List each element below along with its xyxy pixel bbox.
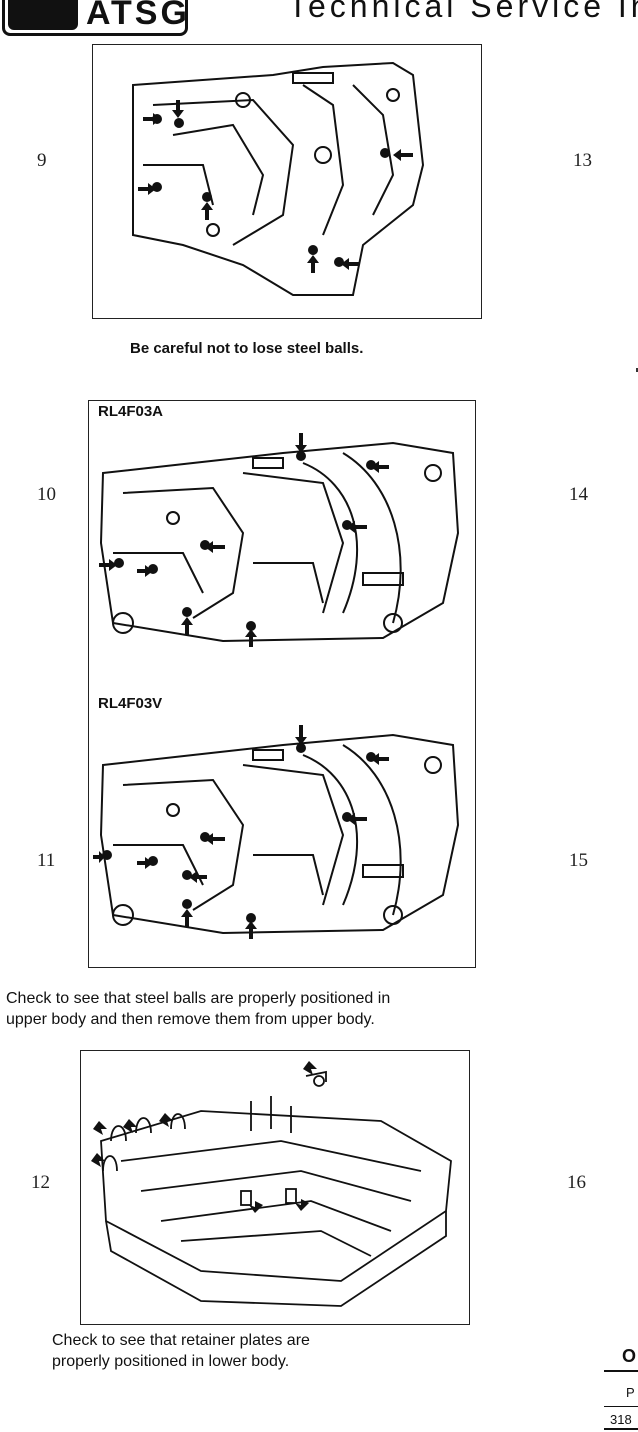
caption-step-9: Be careful not to lose steel balls. bbox=[130, 340, 364, 357]
step-number-12: 12 bbox=[31, 1172, 50, 1193]
caption-step-12-line-1: Check to see that retainer plates are bbox=[52, 1332, 310, 1349]
right-table-sub-fragment: P bbox=[626, 1385, 635, 1400]
caption-step-11-line-1: Check to see that steel balls are proper… bbox=[6, 990, 391, 1007]
valve-body-rl4f03v-diagram-icon bbox=[93, 725, 460, 939]
right-table-rule-top bbox=[604, 1370, 638, 1372]
valve-body-rl4f03a-diagram-icon bbox=[99, 433, 460, 647]
caption-step-12: Check to see that retainer plates are pr… bbox=[52, 1330, 472, 1372]
caption-step-11-line-2: upper body and then remove them from upp… bbox=[6, 1011, 375, 1028]
step-number-10: 10 bbox=[37, 484, 56, 505]
logo-text: ATSG bbox=[86, 0, 190, 32]
right-table-number-fragment: 318 bbox=[610, 1412, 632, 1427]
step-number-14: 14 bbox=[569, 484, 588, 505]
caption-step-12-line-2: properly positioned in lower body. bbox=[52, 1353, 290, 1370]
figure-11-label: RL4F03V bbox=[98, 695, 163, 712]
figure-10-label: RL4F03A bbox=[98, 403, 164, 420]
right-table-rule-bottom bbox=[604, 1428, 638, 1430]
page-title: Technical Service In bbox=[288, 0, 638, 24]
step-number-15: 15 bbox=[569, 850, 588, 871]
step-number-13: 13 bbox=[573, 150, 592, 171]
atsg-logo-badge-icon bbox=[8, 0, 78, 30]
right-table-heading-fragment: O bbox=[622, 1346, 637, 1366]
caption-step-11: Check to see that steel balls are proper… bbox=[6, 988, 606, 1030]
right-table-rule-mid bbox=[604, 1406, 638, 1407]
step-number-11: 11 bbox=[37, 850, 56, 871]
figure-10-11-frame: RL4F03A RL4F03V bbox=[88, 400, 476, 968]
step-number-16: 16 bbox=[567, 1172, 586, 1193]
figure-12-frame bbox=[80, 1050, 470, 1325]
lower-valve-body-isometric-icon bbox=[91, 1061, 452, 1307]
right-column-tick bbox=[636, 368, 638, 372]
valve-body-diagram-icon bbox=[132, 61, 425, 296]
figure-9-frame bbox=[92, 44, 482, 319]
step-number-9: 9 bbox=[37, 150, 47, 171]
